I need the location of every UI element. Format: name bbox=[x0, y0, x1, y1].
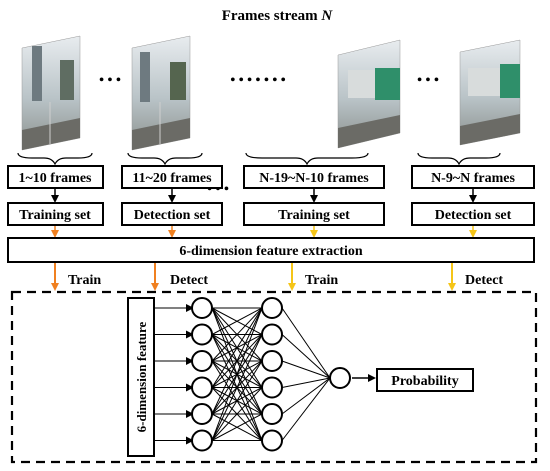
hidden-node bbox=[261, 323, 283, 346]
input-hidden-edge bbox=[211, 307, 263, 388]
ellipsis-1: • • • bbox=[99, 73, 121, 88]
brace-group bbox=[17, 152, 501, 166]
input-hidden-edge bbox=[211, 387, 263, 441]
frame-thumbnail-4 bbox=[459, 39, 521, 146]
hidden-output-edge bbox=[281, 377, 331, 388]
brace-2 bbox=[127, 152, 203, 166]
action-label-3: Train bbox=[305, 273, 338, 288]
svg-text:6-dimension feature: 6-dimension feature bbox=[134, 321, 149, 432]
input-node bbox=[191, 429, 213, 452]
hidden-node bbox=[261, 350, 283, 372]
brace-1 bbox=[17, 152, 93, 166]
network-edges bbox=[155, 304, 331, 445]
svg-text:Detection set: Detection set bbox=[435, 208, 512, 223]
frames-box-2: 11~20 frames bbox=[121, 165, 223, 189]
set-box-3: Training set bbox=[243, 202, 385, 226]
svg-text:N-19~N-10 frames: N-19~N-10 frames bbox=[259, 171, 369, 186]
feature-extraction-box: 6-dimension feature extraction bbox=[7, 237, 535, 263]
input-hidden-edge bbox=[211, 307, 263, 362]
frames-to-set-arrows bbox=[51, 189, 477, 203]
input-hidden-edge bbox=[211, 307, 263, 335]
svg-text:N-9~N frames: N-9~N frames bbox=[431, 171, 515, 186]
frame-thumbnail-3 bbox=[337, 39, 401, 149]
hidden-node bbox=[261, 429, 283, 452]
hidden-output-edge bbox=[281, 377, 331, 415]
ellipsis-2: • • • • • • • bbox=[230, 73, 285, 88]
svg-text:6-dimension feature extraction: 6-dimension feature extraction bbox=[179, 244, 362, 259]
input-node bbox=[191, 376, 213, 399]
extraction-to-network-arrows bbox=[51, 263, 456, 291]
frames-box-1: 1~10 frames bbox=[7, 165, 104, 189]
input-hidden-edge bbox=[211, 307, 263, 441]
hidden-node bbox=[261, 297, 283, 319]
input-node bbox=[191, 403, 213, 425]
input-hidden-edge bbox=[211, 334, 263, 441]
svg-text:1~10 frames: 1~10 frames bbox=[19, 171, 93, 186]
output-node bbox=[329, 367, 351, 389]
frame-thumbnail-1 bbox=[21, 35, 81, 151]
input-hidden-edge bbox=[211, 307, 263, 415]
input-node bbox=[191, 297, 213, 319]
set-box-1: Training set bbox=[7, 202, 104, 226]
brace-4 bbox=[417, 152, 501, 166]
brace-3 bbox=[245, 152, 369, 166]
probability-box: Probability bbox=[376, 368, 474, 392]
hidden-node bbox=[261, 376, 283, 399]
frame-thumbnail-2 bbox=[131, 35, 191, 151]
action-label-4: Detect bbox=[465, 273, 503, 288]
svg-text:Probability: Probability bbox=[391, 374, 458, 389]
hidden-node bbox=[261, 403, 283, 425]
ellipsis-3: • • • bbox=[417, 73, 439, 88]
hidden-output-edge bbox=[281, 334, 331, 379]
action-label-1: Train bbox=[68, 273, 101, 288]
svg-text:Training set: Training set bbox=[278, 208, 350, 223]
network-container bbox=[10, 290, 538, 464]
set-to-extraction-arrows bbox=[51, 226, 477, 238]
svg-text:11~20 frames: 11~20 frames bbox=[132, 171, 212, 186]
diagram-title: Frames stream N bbox=[222, 8, 334, 24]
input-hidden-edge bbox=[211, 413, 263, 441]
svg-text:Training set: Training set bbox=[19, 208, 91, 223]
input-node bbox=[191, 350, 213, 372]
network-nodes bbox=[191, 297, 351, 452]
svg-text:Detection set: Detection set bbox=[134, 208, 211, 223]
set-box-4: Detection set bbox=[411, 202, 535, 226]
frames-box-4: N-9~N frames bbox=[411, 165, 535, 189]
hidden-output-edge bbox=[281, 377, 331, 441]
frames-box-3: N-19~N-10 frames bbox=[243, 165, 385, 189]
set-box-2: Detection set bbox=[121, 202, 223, 226]
input-feature-box: 6-dimension feature bbox=[127, 297, 155, 457]
input-node bbox=[191, 323, 213, 346]
action-label-2: Detect bbox=[170, 273, 208, 288]
hidden-output-edge bbox=[281, 307, 331, 379]
hidden-output-edge bbox=[281, 360, 331, 379]
input-hidden-edge bbox=[211, 360, 263, 441]
